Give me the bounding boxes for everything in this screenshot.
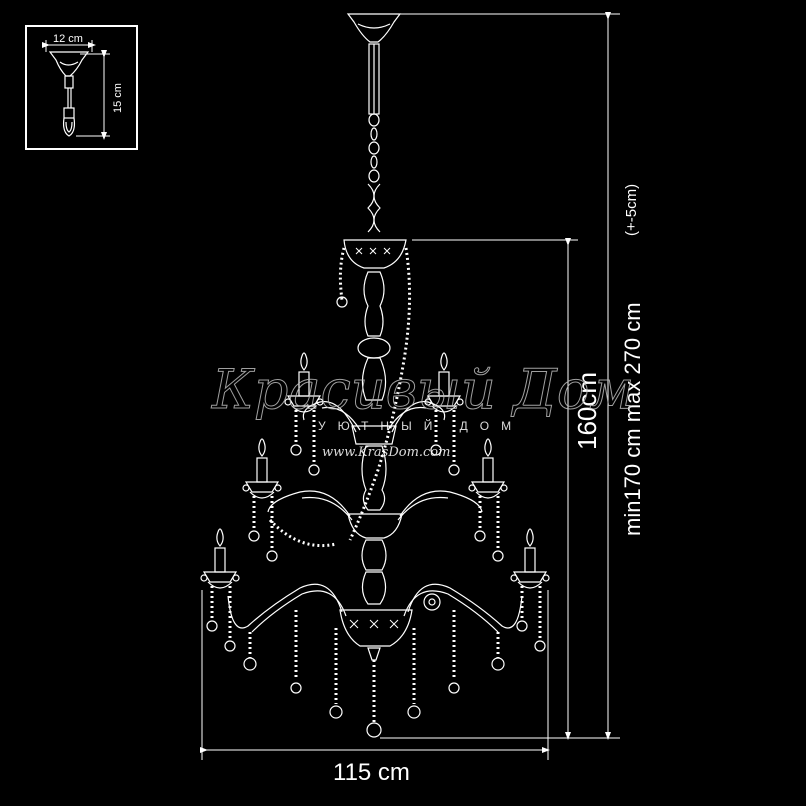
candle-holder-part xyxy=(224,640,236,652)
inset-cup-drawing xyxy=(48,51,90,137)
mid-knob xyxy=(357,337,391,359)
flame-icon xyxy=(216,528,224,547)
height-tolerance-label: (+-5cm) xyxy=(623,184,640,236)
candle-holder-part xyxy=(274,484,282,492)
candle-holder-part xyxy=(456,398,464,406)
candle-holder-part xyxy=(516,620,528,632)
candle-holder-part xyxy=(510,574,518,582)
flame-icon xyxy=(440,352,448,371)
middle-right-arm xyxy=(399,490,483,517)
candle-holder-part xyxy=(284,398,292,406)
candle-holder-part xyxy=(475,491,501,499)
candle-holder-part xyxy=(492,550,504,562)
watermark: Красивый Дом УЮТНЫЙ ДОМ www.KrasDom.com xyxy=(211,358,635,461)
candle-holder-part xyxy=(266,550,278,562)
candle-holder-part xyxy=(249,491,275,499)
chain xyxy=(368,113,380,183)
candle-holder-part xyxy=(248,530,260,542)
candle-holder-part xyxy=(448,464,460,476)
inset-height-label: 15 cm xyxy=(112,83,124,113)
candle-holder-part xyxy=(542,574,550,582)
body-height-label: 160cm xyxy=(572,372,602,450)
chandelier xyxy=(227,13,523,738)
candle-holder-part xyxy=(474,530,486,542)
candle-holder-part xyxy=(206,620,218,632)
inset-detail: 12 cm 15 cm xyxy=(25,25,138,150)
candle-holder-part xyxy=(207,581,233,589)
candle-holder-part xyxy=(512,571,548,583)
watermark-url: www.KrasDom.com xyxy=(322,445,450,460)
lower-right-arm xyxy=(407,583,523,629)
candle-holder xyxy=(468,438,508,562)
candle xyxy=(482,457,494,483)
candle-holder-part xyxy=(316,398,324,406)
candle-holder-part xyxy=(242,484,250,492)
candle-holder xyxy=(424,352,464,476)
candle-holder-part xyxy=(286,395,322,407)
top-bowl xyxy=(343,239,407,269)
candle-holder xyxy=(242,438,282,562)
candle-holder-part xyxy=(200,574,208,582)
bottom-drop-crystal xyxy=(366,722,382,738)
candle-holder-part xyxy=(431,405,457,413)
candle-holder-part xyxy=(517,581,543,589)
candle-holder-part xyxy=(244,481,280,493)
total-height-label: min170 cm max 270 cm xyxy=(620,302,645,536)
candle-holder-part xyxy=(468,484,476,492)
dimension-lines xyxy=(200,12,620,760)
lower-left-arm xyxy=(227,583,343,629)
flame-icon xyxy=(484,438,492,457)
upper-left-arm xyxy=(302,400,357,433)
width-label: 115 cm xyxy=(333,759,410,786)
upper-right-arm xyxy=(391,400,446,433)
flame-icon xyxy=(300,352,308,371)
candle-holder-part xyxy=(308,464,320,476)
inset-width-label: 12 cm xyxy=(53,33,83,45)
middle-bowl xyxy=(347,513,403,539)
candle-holder-part xyxy=(202,571,238,583)
ceiling-canopy xyxy=(346,13,402,43)
watermark-title: Красивый Дом xyxy=(211,358,634,421)
candle-holder-part xyxy=(232,574,240,582)
candle-holder-part xyxy=(430,444,442,456)
candle xyxy=(524,547,536,573)
candle-holder-part xyxy=(291,405,317,413)
watermark-subtitle: УЮТНЫЙ ДОМ xyxy=(318,418,523,433)
inset-frame xyxy=(25,25,138,150)
candle-holder xyxy=(200,528,240,652)
candle-holder-part xyxy=(500,484,508,492)
candles xyxy=(200,352,550,652)
candle-holder xyxy=(510,528,550,652)
candle-holder-part xyxy=(426,395,462,407)
candle xyxy=(214,547,226,573)
flame-icon xyxy=(526,528,534,547)
candle-holder-part xyxy=(290,444,302,456)
candle-holder-part xyxy=(534,640,546,652)
flame-icon xyxy=(258,438,266,457)
candle xyxy=(256,457,268,483)
middle-left-arm xyxy=(267,490,351,517)
candle-holder xyxy=(284,352,324,476)
candle-holder-part xyxy=(470,481,506,493)
candle-holder-part xyxy=(424,398,432,406)
bottom-bowl xyxy=(339,609,413,647)
upper-tier-collar xyxy=(351,425,397,445)
